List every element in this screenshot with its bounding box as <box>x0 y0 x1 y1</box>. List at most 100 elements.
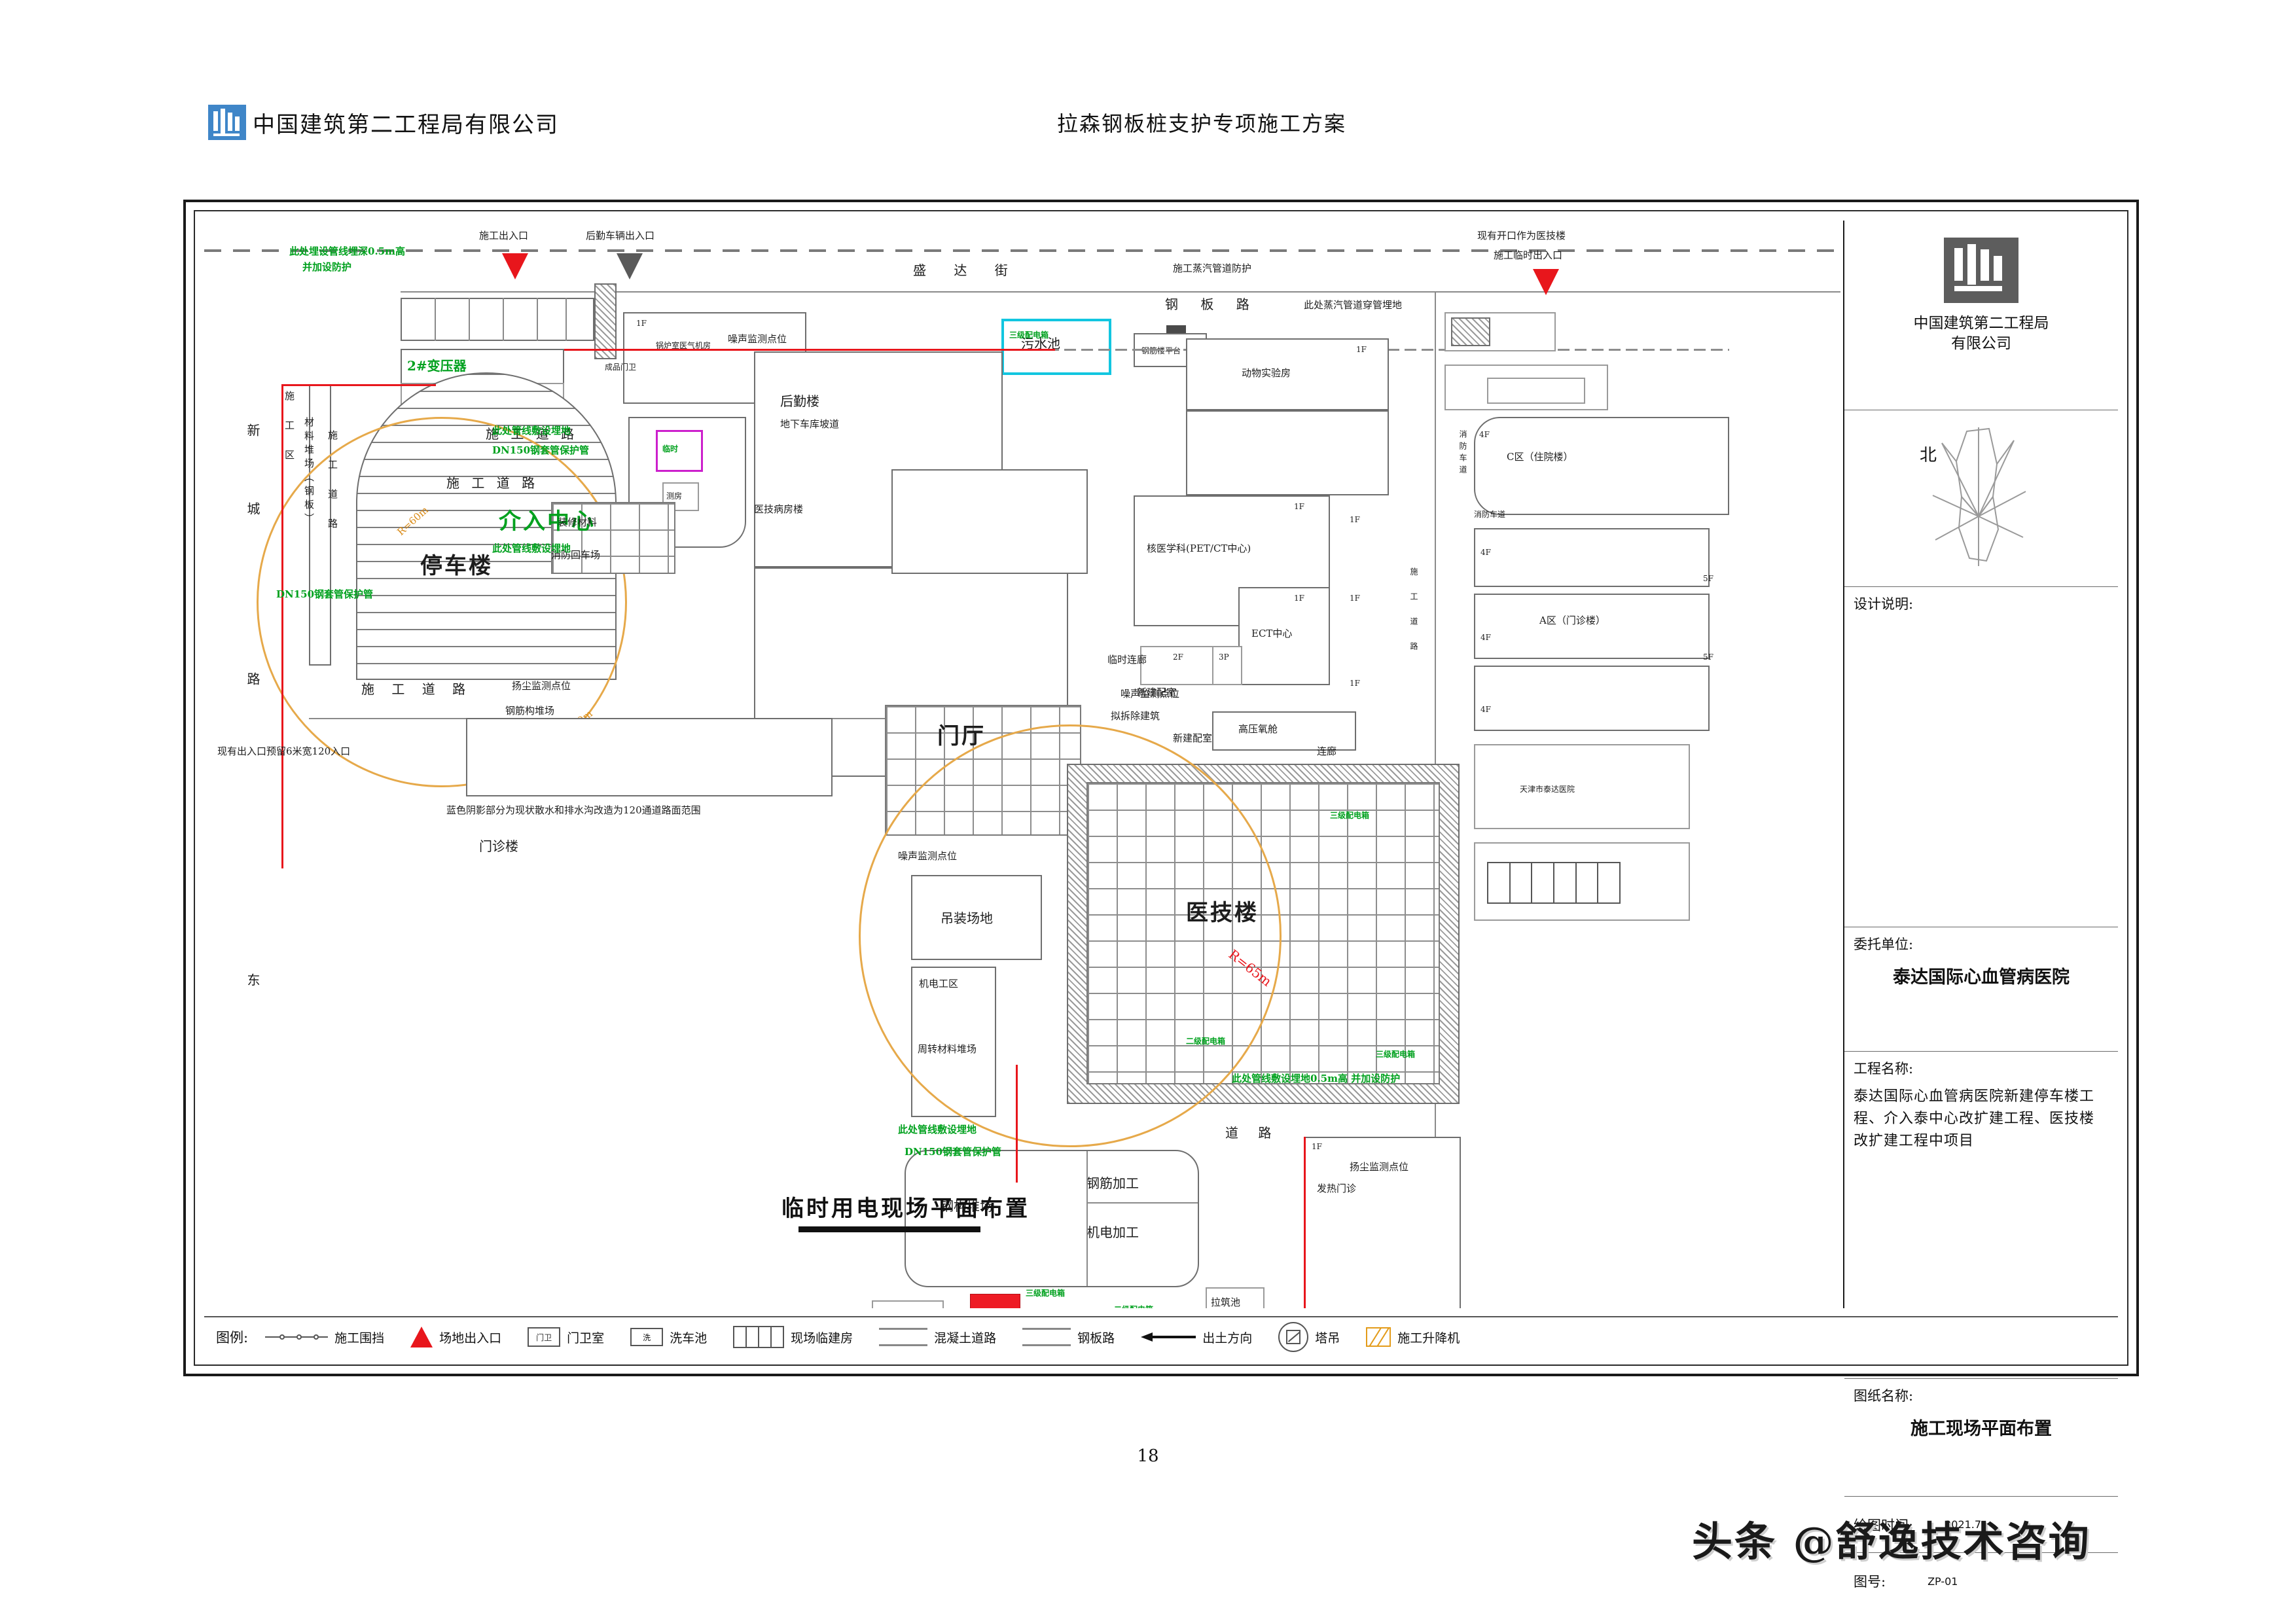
annotation-noise-monitor-1: 噪声监测点位 <box>728 333 787 345</box>
building-label-fever-clinic: 发热门诊 <box>1317 1183 1357 1194</box>
plan-title-underline <box>798 1226 980 1232</box>
power-line-east-south <box>1304 1137 1306 1308</box>
annotation-road-east: 施 工 道 路 <box>1409 567 1418 654</box>
east-aux-building-3 <box>1474 744 1690 829</box>
power-line-vertical-mid <box>1016 1065 1018 1183</box>
legend-item-steel-road: 钢板路 <box>1022 1328 1115 1346</box>
east-temp-structures <box>1487 862 1621 904</box>
street-label-west-4: 东 <box>245 973 260 990</box>
annotation-dn150-3: DN150钢套管保护管 <box>905 1146 1002 1158</box>
annotation-pipe-buried-green-1: 此处管线敷设埋地 <box>492 425 571 437</box>
road-label-road: 道 路 <box>1225 1125 1280 1141</box>
annotation-material-yard-west: 材料堆场（钢板） <box>303 417 315 527</box>
street-label-west-1: 新 <box>245 423 260 440</box>
cscec-logo-grey-icon <box>1944 238 2018 303</box>
street-name-top: 盛 达 街 <box>913 262 1020 278</box>
legend-item-lift: 施工升降机 <box>1366 1327 1460 1347</box>
annotation-steam-pipe-buried: 此处蒸汽管道穿管埋地 <box>1304 299 1403 311</box>
entrance-label-temp: 施工临时出入口 <box>1494 249 1563 261</box>
fence-icon <box>265 1334 329 1340</box>
facility-label-steel-platform: 钢筋楼平台 <box>1141 346 1181 355</box>
facility-label-electromech-processing: 机电加工 <box>1086 1224 1139 1240</box>
plan-title-text: 临时用电现场平面布置 <box>781 1196 1030 1222</box>
annotation-blue-shadow-range: 蓝色阴影部分为现状散水和排水沟改造为120通道路面范围 <box>446 804 701 816</box>
building-label-pet-ct: 核医学科(PET/CT中心) <box>1147 543 1251 554</box>
entrance-label-construction: 施工出入口 <box>479 230 529 241</box>
title-block-company: 中国建筑第二工程局有限公司 <box>1844 221 2118 410</box>
temp-building-icon <box>733 1326 785 1348</box>
header-doc-title: 拉森钢板桩支护专项施工方案 <box>1057 111 1347 136</box>
annotation-existing-entrance-reserve: 现有出入口预留6米宽120入口 <box>217 745 351 757</box>
cscec-logo-icon <box>208 105 246 140</box>
design-note-label: 设计说明: <box>1854 596 1914 612</box>
building-label-ect: ECT中心 <box>1251 628 1293 639</box>
annotation-construction-area-west: 施 工 区 <box>283 391 295 463</box>
concrete-road-icon <box>879 1328 928 1346</box>
annotation-transformer-2: 2#变压器 <box>407 358 467 374</box>
client-label: 委托单位: <box>1854 936 1914 952</box>
building-label-ward-c: C区（住院楼） <box>1507 451 1573 463</box>
wash-pit-south <box>872 1300 944 1308</box>
legend-bar: 图例: 施工围挡 场地出入口 门卫 门卫室 洗 洗车池 现场临建房 <box>204 1316 2118 1357</box>
building-label-lobby: 门厅 <box>937 723 986 749</box>
page-number: 18 <box>1137 1446 1159 1466</box>
plan-title-block: 临时用电现场平面布置 <box>781 1190 1030 1232</box>
title-block-client: 委托单位: 泰达国际心血管病医院 <box>1844 927 2118 1052</box>
legend-label-washpit: 洗车池 <box>670 1330 708 1346</box>
construction-lift-icon <box>1366 1327 1391 1347</box>
crane-radius-circle-2 <box>859 724 1282 1147</box>
facility-label-gate-finished: 成品门卫 <box>605 363 637 372</box>
title-block-company-name: 中国建筑第二工程局有限公司 <box>1913 315 2049 353</box>
site-plan-drawing: 盛 达 街 施工出入口 后勤车辆出入口 现有开口作为医技楼 施工临时出入口 锅炉… <box>204 221 1851 1308</box>
entrance-arrow-construction <box>502 253 528 279</box>
drawing-number-value: ZP-01 <box>1928 1575 1958 1588</box>
arrow-left-icon <box>1141 1332 1196 1342</box>
north-arrow-icon: 北 <box>1916 418 2047 569</box>
crane-radius-circle-1 <box>257 417 627 787</box>
legend-item-concrete-road: 混凝土道路 <box>879 1328 996 1346</box>
steel-plate-road-icon <box>1022 1328 1071 1346</box>
triangle-entrance-icon <box>410 1327 433 1347</box>
facility-label-decor-material: 装修材料 <box>558 516 598 528</box>
legend-label-site-entrance: 场地出入口 <box>439 1330 502 1346</box>
legend-label-guardhouse: 门卫室 <box>567 1330 605 1346</box>
legend-item-site-entrance: 场地出入口 <box>410 1327 501 1347</box>
drawing-sheet: 盛 达 街 施工出入口 后勤车辆出入口 现有开口作为医技楼 施工临时出入口 锅炉… <box>183 200 2139 1590</box>
legend-item-soil-direction: 出土方向 <box>1141 1329 1252 1346</box>
entrance-label-existing-opening: 现有开口作为医技楼 <box>1477 230 1566 241</box>
hospital-upper-block <box>891 469 1088 574</box>
legend-item-fence: 施工围挡 <box>265 1329 384 1346</box>
annotation-protection-1: 并加设防护 <box>302 261 352 273</box>
animal-lab-building <box>1186 338 1389 410</box>
power-line-west <box>281 384 283 868</box>
facility-label-settling-tank: 拉筑池 <box>1211 1296 1241 1308</box>
legend-item-tower-crane: 塔吊 <box>1278 1322 1340 1352</box>
building-label-garage-ramp: 地下车库坡道 <box>780 418 840 430</box>
ward-block-4f-1 <box>1474 528 1710 587</box>
facility-label-steel-structure-yard: 钢构堆场 <box>941 1198 993 1214</box>
building-label-demolish: 拟拆除建筑 <box>1111 710 1160 722</box>
header-company-name: 中国建筑第二工程局有限公司 <box>253 111 559 138</box>
road-label-construction-1: 施 工 道 路 <box>446 475 539 491</box>
building-label-ward-a: A区（门诊楼） <box>1539 615 1605 626</box>
legend-item-washpit: 洗 洗车池 <box>630 1328 707 1346</box>
street-label-steel-road: 钢 板 路 <box>1165 296 1259 312</box>
facility-label-wash: 洗 <box>891 1306 905 1308</box>
title-block-design-note: 设计说明: <box>1844 587 2118 927</box>
title-block: 中国建筑第二工程局有限公司 北 <box>1843 221 2118 1590</box>
entrance-arrow-logistics <box>617 253 643 279</box>
page-header: 中国建筑第二工程局有限公司 拉森钢板桩支护专项施工方案 <box>0 105 2296 164</box>
drawing-name-value: 施工现场平面布置 <box>1910 1419 2052 1439</box>
east-boundary-line <box>1435 293 1436 1150</box>
legend-label-fence: 施工围挡 <box>334 1330 385 1346</box>
date-label: 绘图时间: <box>1854 1517 1914 1533</box>
facility-label-fire-turnaround: 消防回车场 <box>551 549 601 561</box>
date-value: 2021.7 <box>1945 1518 1982 1531</box>
annotation-buried-depth-1: 此处埋设管线埋深0.5m高 <box>289 245 405 257</box>
annotation-pipe-buried-green-2: 此处管线敷设埋地 <box>492 543 571 554</box>
transformer1-marker <box>970 1294 1020 1308</box>
building-label-hyperbaric: 高压氧舱 <box>1238 723 1278 735</box>
client-value: 泰达国际心血管病医院 <box>1893 967 2070 988</box>
compass-rose-svg <box>1932 427 2026 566</box>
